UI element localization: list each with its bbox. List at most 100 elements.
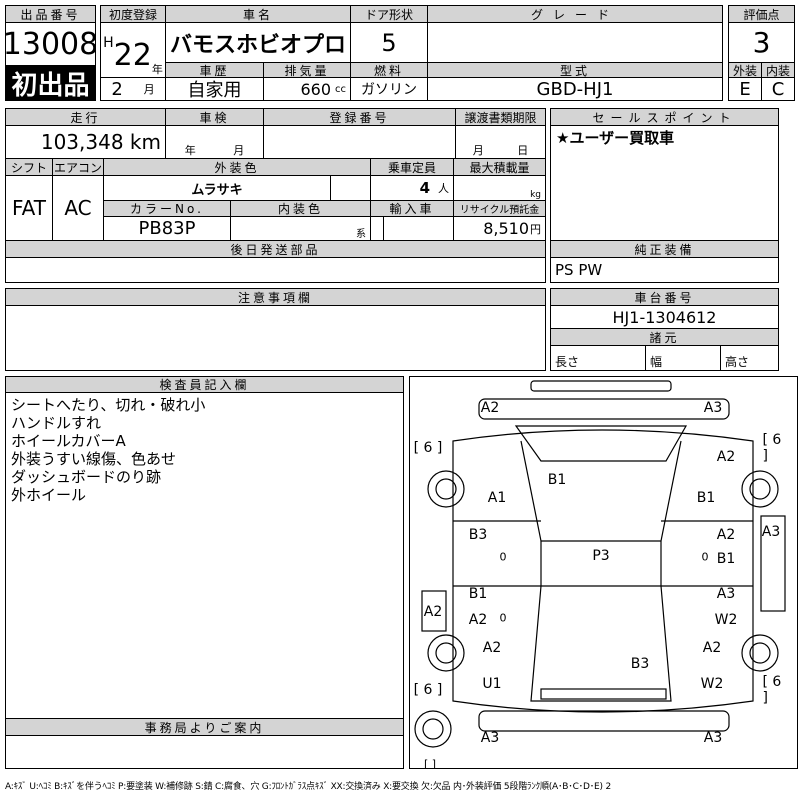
capacity-label: 乗車定員 [370,158,454,176]
inspection-value: 年月 [165,125,264,159]
damage-code: A2 [716,449,736,465]
damage-code: A3 [480,730,500,746]
damage-code: A3 [703,730,723,746]
door-value: 5 [350,22,428,63]
ext-score: E [728,77,762,101]
displacement-value: 660 cc [263,77,351,101]
capacity-unit: 人 [438,182,449,195]
recycle-label: リサイクル預託金 [453,200,546,217]
recycle-amount: 8,510 [483,219,529,238]
shift-value: FAT [5,175,53,241]
displacement-number: 660 [300,79,331,99]
car-outline-icon [414,380,786,748]
mileage-label: 走行 [5,108,166,126]
int-color-unit: 系 [230,216,371,241]
ext-color-label: 外装色 [103,158,371,176]
spec-height: 高さ [720,345,779,371]
damage-code: [ 6 ] [413,440,443,456]
equipment-value: PS PW [550,257,779,283]
damage-code: 0 [701,550,709,564]
car-name-label: 車名 [165,5,351,23]
notes-label: 注意事項欄 [5,288,546,306]
displacement-unit: cc [335,83,346,95]
int-score-label: 内装 [761,62,795,78]
ac-label: エアコン [52,158,104,176]
damage-code: A2 [482,640,502,656]
displacement-label: 排気量 [263,62,351,78]
damage-code: B3 [468,527,488,543]
month: 2 [111,78,123,100]
spec-width: 幅 [645,345,721,371]
ext-color-extra [330,175,371,201]
damage-code: B1 [547,472,567,488]
first-listing-badge: 初出品 [5,65,96,101]
reg-no-value [263,125,456,159]
transfer-value: 月日 [455,125,546,159]
inspector-notes: シートへたり、切れ・破れ小 ハンドルすれ ホイールカバーA 外装うすい線傷、色あ… [5,392,404,719]
damage-code: A3 [761,524,781,540]
damage-code: P3 [592,548,610,564]
chassis-label: 車台番号 [550,288,779,306]
equipment-label: 純正装備 [550,240,779,258]
history-label: 車歴 [165,62,264,78]
fuel-label: 燃料 [350,62,428,78]
damage-code: A2 [716,527,736,543]
month-unit: 月 [143,83,155,96]
import-label: 輸入車 [370,200,454,217]
damage-code: A2 [702,640,722,656]
damage-code: A1 [487,490,507,506]
mileage-value: 103,348 km [5,125,166,159]
damage-code: W2 [714,612,738,628]
ext-color-value: ムラサキ [103,175,331,201]
sales-point-label: セールスポイント [550,108,779,126]
damage-code: 0 [499,611,507,625]
car-name: バモスホビオプロ [165,22,351,63]
specs-label: 諸元 [550,328,779,346]
later-parts-value [5,257,546,283]
spec-length: 長さ [550,345,646,371]
grade-label: グレード [427,5,723,23]
damage-code: A3 [703,400,723,416]
import-cell-1 [370,216,384,241]
damage-code: A2 [468,612,488,628]
transfer-month-unit: 月 [472,144,484,157]
era: H [103,35,114,51]
damage-code: W2 [700,676,724,692]
score-value: 3 [728,22,795,63]
lot-number: 13008 [5,22,96,66]
damage-code: B1 [468,586,488,602]
year: 22 [113,38,152,73]
damage-code: B3 [630,656,650,672]
import-cell-2 [383,216,454,241]
score-label: 評価点 [728,5,795,23]
color-no-label: カラーNo. [103,200,231,217]
grade-value [427,22,723,63]
lot-label: 出品番号 [5,5,96,23]
damage-code: [ ] [423,757,437,771]
first-reg-label: 初度登録 [100,5,166,23]
later-parts-label: 後日発送部品 [5,240,546,258]
damage-code: 0 [499,550,507,564]
year-unit: 年 [151,63,163,76]
damage-code: B1 [696,490,716,506]
damage-code: B1 [716,551,736,567]
office-value [5,735,404,769]
transfer-label: 譲渡書類期限 [455,108,546,126]
damage-code: A3 [716,586,736,602]
legend: A:ｷｽﾞ U:ﾍｺﾐ B:ｷｽﾞを伴うﾍｺﾐ P:要塗装 W:補修跡 S:錆 … [5,782,611,792]
max-load-unit: kg [453,175,546,201]
shift-label: シフト [5,158,53,176]
ext-score-label: 外装 [728,62,762,78]
damage-code: A2 [423,604,443,620]
inspector-label: 検査員記入欄 [5,376,404,393]
capacity-number: 4 [419,179,430,197]
max-load-label: 最大積載量 [453,158,546,176]
sales-point-value: ★ユーザー買取車 [550,125,779,241]
damage-code: [ 6 ] [762,674,782,706]
inspection-label: 車検 [165,108,264,126]
inspection-year-unit: 年 [184,144,196,157]
recycle-unit: 円 [530,222,541,236]
